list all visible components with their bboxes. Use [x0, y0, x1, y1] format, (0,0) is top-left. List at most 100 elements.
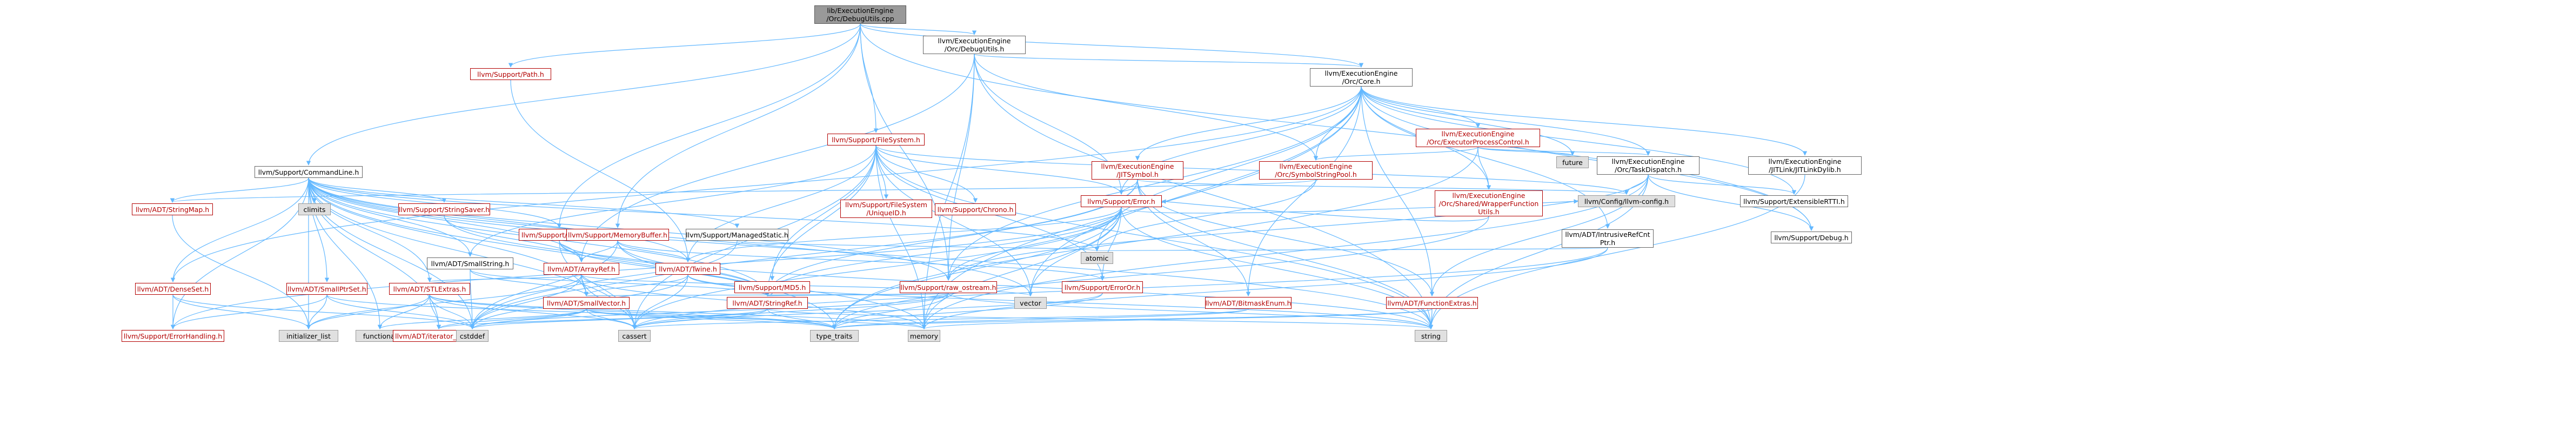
node-cassert[interactable]: cassert: [618, 330, 651, 342]
node-errorhandling[interactable]: llvm/Support/ErrorHandling.h: [122, 330, 224, 342]
node-adt-smallstring[interactable]: llvm/ADT/SmallString.h: [427, 257, 513, 269]
node-label: llvm/ADT/StringRef.h: [732, 299, 802, 307]
node-adt-stringref[interactable]: llvm/ADT/StringRef.h: [727, 297, 808, 309]
edge-support-commandline-to-string: [308, 177, 1434, 329]
node-config[interactable]: llvm/Config/llvm-config.h: [1578, 195, 1675, 207]
node-orc-symbolstringpool[interactable]: llvm/ExecutionEngine/Orc/SymbolStringPoo…: [1259, 161, 1373, 180]
edge-root-to-support-path: [508, 23, 861, 68]
node-raw-ostream[interactable]: llvm/Support/raw_ostream.h: [900, 281, 997, 293]
node-adt-densemap[interactable]: llvm/ADT/DenseSet.h: [135, 283, 211, 295]
node-orc-wrapperfunctionutils[interactable]: llvm/ExecutionEngine/Orc/Shared/WrapperF…: [1435, 190, 1543, 216]
node-orc-core[interactable]: llvm/ExecutionEngine/Orc/Core.h: [1310, 68, 1413, 87]
node-adt-twine[interactable]: llvm/ADT/Twine.h: [655, 263, 720, 275]
node-cstddef[interactable]: cstddef: [456, 330, 489, 342]
node-support-path[interactable]: llvm/Support/Path.h: [470, 68, 551, 80]
node-label: future: [1562, 158, 1583, 167]
edge-support-error-to-errorhandling: [170, 207, 1122, 329]
node-orc-executorprocesscontrol[interactable]: llvm/ExecutionEngine/Orc/ExecutorProcess…: [1416, 129, 1540, 147]
node-label: llvm/Support/FileSystem: [845, 201, 927, 209]
node-managedstatic[interactable]: llvm/Support/ManagedStatic.h: [686, 229, 788, 241]
node-functionextras[interactable]: llvm/ADT/FunctionExtras.h: [1386, 297, 1478, 309]
node-label: llvm/ADT/SmallPtrSet.h: [287, 285, 366, 293]
node-label: lib/ExecutionEngine: [827, 6, 894, 15]
node-fs-uniqueid[interactable]: llvm/Support/FileSystem/UniqueID.h: [840, 200, 932, 218]
edge-functionextras-to-type-traits: [832, 308, 1433, 329]
edge-adt-stlextras-to-cassert: [429, 294, 637, 329]
edge-adt-stlextras-to-initializer-list: [306, 294, 430, 329]
node-label: llvm/ExecutionEngine: [1279, 162, 1353, 170]
node-vector[interactable]: vector: [1014, 297, 1047, 309]
node-extensiblertti[interactable]: llvm/Support/ExtensibleRTTI.h: [1740, 195, 1848, 207]
node-label: /Orc/DebugUtils.h: [944, 45, 1005, 53]
node-support-filesystem[interactable]: llvm/Support/FileSystem.h: [827, 134, 925, 146]
node-support-chrono[interactable]: llvm/Support/Chrono.h: [935, 203, 1016, 215]
edge-support-commandline-to-managedstatic: [308, 177, 740, 228]
edge-orc-core-to-vector: [1028, 86, 1362, 296]
node-future[interactable]: future: [1556, 156, 1589, 168]
node-support-error[interactable]: llvm/Support/Error.h: [1081, 195, 1162, 207]
node-atomic[interactable]: atomic: [1081, 252, 1113, 264]
node-jitsymbol[interactable]: llvm/ExecutionEngine/JITSymbol.h: [1092, 161, 1183, 180]
node-bitmaskenum[interactable]: llvm/ADT/BitmaskEnum.h: [1205, 297, 1292, 309]
edge-root-to-memorybuffer: [615, 23, 861, 228]
node-label: llvm/Support/CommandLine.h: [258, 168, 359, 176]
edge-adt-densemap-to-cstddef: [172, 294, 475, 329]
node-orc-taskdispatch[interactable]: llvm/ExecutionEngine/Orc/TaskDispatch.h: [1597, 156, 1700, 175]
node-type-traits[interactable]: type_traits: [810, 330, 859, 342]
node-initializer-list[interactable]: initializer_list: [279, 330, 338, 342]
node-erroror[interactable]: llvm/Support/ErrorOr.h: [1062, 281, 1143, 293]
edge-orc-core-to-raw-ostream: [946, 86, 1362, 281]
node-adt-stringmap[interactable]: llvm/ADT/StringMap.h: [132, 203, 213, 215]
edge-adt-stringref-to-cstddef: [470, 308, 768, 329]
edge-functionextras-to-memory: [922, 308, 1433, 329]
node-cctype[interactable]: climits: [298, 203, 331, 215]
edge-adt-smallvector-to-memory: [586, 308, 926, 329]
node-md5[interactable]: llvm/Support/MD5.h: [734, 281, 810, 293]
edge-managedstatic-to-atomic: [737, 240, 1099, 252]
node-label: llvm/Support/raw_ostream.h: [900, 283, 996, 292]
edge-support-error-to-memory: [921, 207, 1122, 329]
edge-adt-smallvector-to-iterator-range: [436, 308, 587, 329]
edge-orc-wrapperfunctionutils-to-support-error: [1161, 199, 1489, 222]
node-orc-debugutils[interactable]: llvm/ExecutionEngine/Orc/DebugUtils.h: [923, 36, 1026, 54]
edge-memorybuffer-to-adt-twine: [617, 240, 691, 262]
node-jitlink[interactable]: llvm/ExecutionEngine/JITLink/JITLinkDyli…: [1748, 156, 1862, 175]
node-label: llvm/Support/MD5.h: [738, 283, 806, 292]
edge-support-error-to-vector: [1028, 207, 1122, 296]
node-adt-smallvector[interactable]: llvm/ADT/SmallVector.h: [543, 297, 630, 309]
node-memorybuffer[interactable]: llvm/Support/MemoryBuffer.h: [566, 229, 669, 241]
edge-adt-smallptrset-to-initializer-list: [306, 294, 327, 329]
node-label: vector: [1020, 299, 1041, 307]
node-adt-stlextras[interactable]: llvm/ADT/STLExtras.h: [389, 283, 470, 295]
node-support-debug[interactable]: llvm/Support/Debug.h: [1771, 232, 1852, 243]
node-support-commandline[interactable]: llvm/Support/CommandLine.h: [255, 166, 363, 178]
edge-orc-core-to-future: [1361, 86, 1575, 156]
edge-adt-stringmap-to-initializer-list: [172, 215, 311, 329]
edge-stringsaver-to-adt-stringref: [444, 215, 770, 296]
node-label: /JITLink/JITLinkDylib.h: [1769, 166, 1841, 174]
edge-adt-smallvector-to-cstddef: [470, 308, 587, 329]
edge-orc-debugutils-to-string: [974, 54, 1434, 329]
node-adt-arrayref[interactable]: llvm/ADT/ArrayRef.h: [544, 263, 619, 275]
node-label: /JITSymbol.h: [1116, 170, 1159, 178]
node-adt-smallptrset[interactable]: llvm/ADT/SmallPtrSet.h: [286, 283, 367, 295]
node-label: llvm/ExecutionEngine: [938, 37, 1011, 45]
edge-adt-stringref-to-string: [767, 308, 1433, 329]
node-stringsaver[interactable]: llvm/Support/StringSaver.h: [398, 203, 490, 215]
node-string[interactable]: string: [1415, 330, 1447, 342]
edge-support-commandline-to-adt-densemap: [170, 177, 309, 282]
edge-orc-executorprocesscontrol-to-future: [1477, 147, 1575, 156]
edge-orc-core-to-orc-executorprocesscontrol: [1361, 86, 1481, 128]
node-label: Utils.h: [1478, 207, 1500, 216]
node-label: llvm/ExecutionEngine: [1101, 162, 1174, 170]
node-label: Ptr.h: [1600, 239, 1616, 247]
edge-orc-core-to-orc-symbolstringpool: [1313, 86, 1362, 161]
node-root[interactable]: lib/ExecutionEngine/Orc/DebugUtils.cpp: [814, 5, 906, 24]
edge-support-commandline-to-errorhandling: [170, 177, 309, 329]
node-label: llvm/Config/llvm-config.h: [1584, 197, 1669, 206]
node-memory[interactable]: memory: [908, 330, 940, 342]
node-label: initializer_list: [286, 332, 331, 340]
node-label: llvm/Support/ManagedStatic.h: [686, 230, 788, 239]
node-label: llvm/Support/MemoryBuffer.h: [568, 230, 667, 239]
